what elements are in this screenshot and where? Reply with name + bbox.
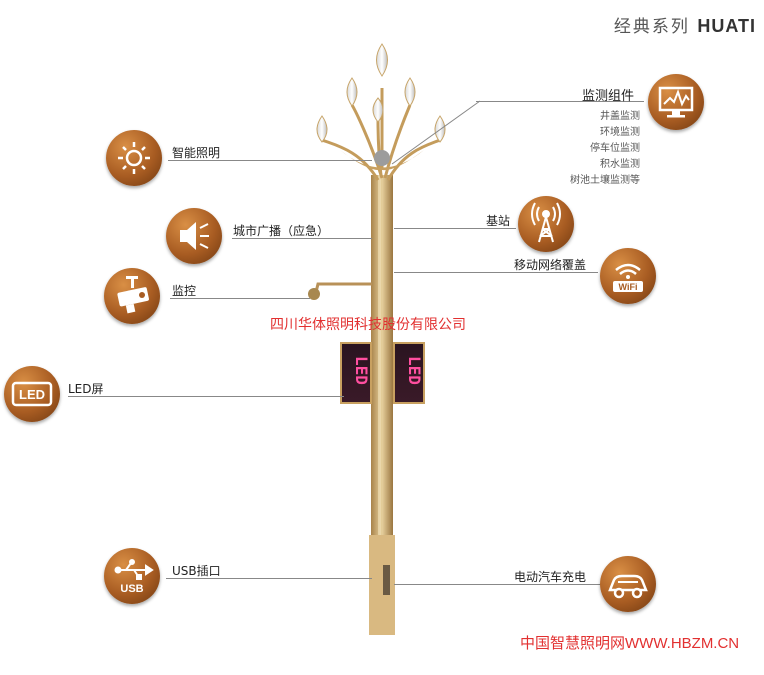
- usb-icon-text: USB: [120, 583, 143, 595]
- connector-ev: [394, 584, 604, 585]
- brand-series: 经典系列: [613, 17, 690, 37]
- label-led-screen: LED屏: [68, 382, 104, 396]
- label-smart-lighting: 智能照明: [172, 146, 221, 160]
- label-usb: USB插口: [172, 564, 221, 578]
- camera-icon: [104, 268, 160, 324]
- connector-surveillance: [170, 298, 310, 299]
- usb-icon: USB: [104, 548, 160, 604]
- electric-car-icon: [600, 556, 656, 612]
- connector-monitoring-diagonal: [391, 100, 481, 165]
- right-panel-led-text: LED: [405, 356, 424, 385]
- company-watermark: 四川华体照明科技股份有限公司: [270, 317, 466, 333]
- label-broadcast: 城市广播（应急）: [233, 224, 330, 238]
- left-panel-led-text: LED: [352, 356, 371, 385]
- label-base-station: 基站: [486, 214, 511, 228]
- label-mobile-network: 移动网络覆盖: [514, 258, 587, 272]
- speaker-icon: [166, 208, 222, 264]
- monitoring-item-environment: 环境监测: [600, 127, 640, 138]
- monitoring-item-waterlogging: 积水监测: [600, 159, 640, 170]
- monitoring-item-soil: 树池土壤监测等: [570, 175, 640, 186]
- connector-monitoring: [476, 101, 644, 102]
- monitoring-item-manhole: 井盖监测: [600, 111, 640, 122]
- wifi-icon: WiFi: [600, 248, 656, 304]
- connector-base-station: [394, 228, 516, 229]
- monitor-chart-icon: [648, 74, 704, 130]
- label-ev-charging: 电动汽车充电: [514, 570, 587, 584]
- label-surveillance: 监控: [172, 284, 197, 298]
- brand-title: 经典系列 HUATI: [614, 12, 756, 37]
- brand-name: HUATI: [697, 16, 756, 36]
- antenna-tower-icon: [518, 196, 574, 252]
- led-icon-text: LED: [19, 387, 45, 402]
- site-watermark: 中国智慧照明网WWW.HBZM.CN: [520, 635, 740, 652]
- connector-smart-lighting: [168, 160, 372, 161]
- connector-usb: [166, 578, 372, 579]
- led-screen-icon: LED: [4, 366, 60, 422]
- connector-led: [68, 396, 344, 397]
- monitoring-item-parking: 停车位监测: [590, 143, 640, 154]
- sun-icon: [106, 130, 162, 186]
- connector-broadcast: [232, 238, 372, 239]
- label-monitoring: 监测组件: [582, 89, 635, 104]
- wifi-icon-text: WiFi: [619, 282, 638, 292]
- connector-mobile-network: [394, 272, 598, 273]
